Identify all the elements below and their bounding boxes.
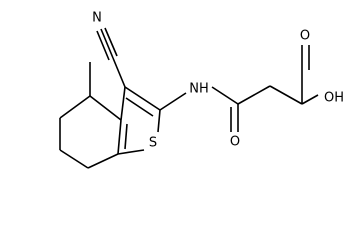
bond — [237, 85, 271, 105]
bond — [117, 119, 122, 155]
bond — [104, 27, 118, 57]
bond — [87, 153, 119, 169]
nitrile-group — [96, 27, 126, 88]
acid-o-label: O — [300, 29, 310, 44]
carbonyl-o-label: O — [230, 135, 240, 150]
bond — [117, 149, 145, 155]
bond — [124, 123, 128, 150]
bond — [157, 109, 161, 133]
cyclohexane-ring-bonds — [59, 95, 122, 169]
bond — [124, 86, 161, 111]
atom-labels: N NH S O OH O — [92, 11, 344, 151]
bond — [120, 86, 126, 121]
side-chain-bonds — [159, 45, 310, 132]
acid-oh-label: OH — [324, 91, 344, 106]
bond — [59, 95, 91, 119]
bond — [125, 97, 154, 117]
bond — [269, 85, 303, 105]
amide-nh-label: NH — [189, 82, 209, 97]
acid-oh-bond-2 — [301, 94, 319, 105]
nitrile-n-label: N — [92, 11, 102, 26]
bond — [96, 30, 110, 61]
molecule-structure: N NH S O OH O — [59, 11, 344, 169]
bond — [59, 149, 89, 169]
bond — [100, 28, 114, 59]
bond — [89, 95, 122, 121]
bond — [112, 57, 126, 88]
thiophene-ring — [117, 86, 161, 155]
thiophene-s-label: S — [149, 136, 157, 151]
bond — [211, 86, 239, 105]
bond — [159, 92, 187, 111]
